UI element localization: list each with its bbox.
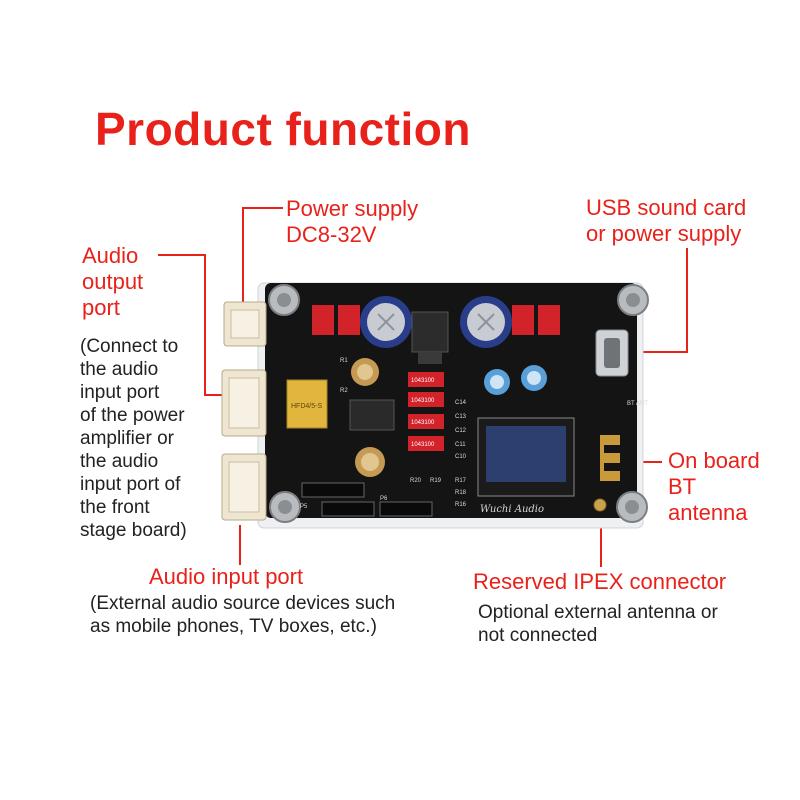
note-line: (External audio source devices such <box>90 593 396 614</box>
svg-text:C12: C12 <box>455 428 467 434</box>
label-line: port <box>82 295 120 320</box>
relay <box>286 379 328 429</box>
resistor-text: 1043100 <box>411 420 435 426</box>
svg-text:P5: P5 <box>300 504 308 510</box>
resistors <box>312 305 560 451</box>
note-audio-output: (Connect to the audio input port of the … <box>80 335 187 542</box>
svg-text:C13: C13 <box>455 414 467 420</box>
svg-text:C14: C14 <box>455 400 467 406</box>
label-line: Audio <box>82 243 139 268</box>
label-line: Power supply <box>286 196 419 221</box>
resistor-text: 1043100 <box>411 378 435 384</box>
label-line: BT <box>668 474 697 499</box>
svg-text:BT ANT: BT ANT <box>627 401 648 407</box>
label-line: On board <box>668 448 760 473</box>
jst-connectors <box>221 301 267 521</box>
label-ipex-connector: Reserved IPEX connector <box>473 569 727 594</box>
leader-usb <box>628 248 688 353</box>
pcb-antenna <box>600 435 620 481</box>
note-line: of the power <box>80 405 185 426</box>
note-line: Optional external antenna or <box>478 602 718 623</box>
relay-text: HFD4/5-S <box>291 403 322 410</box>
label-line: USB sound card <box>586 195 747 220</box>
label-audio-input-port: Audio input port <box>149 564 304 589</box>
label-line: antenna <box>668 500 748 525</box>
svg-text:R1: R1 <box>340 358 348 364</box>
svg-text:R18: R18 <box>455 490 467 496</box>
resistor-text: 1043100 <box>411 398 435 404</box>
svg-text:R19: R19 <box>430 478 442 484</box>
pin-headers <box>301 482 433 517</box>
label-usb-sound-card: USB sound card or power supply <box>586 195 746 247</box>
svg-text:R2: R2 <box>340 388 348 394</box>
svg-text:P6: P6 <box>380 496 388 502</box>
note-line: stage board) <box>80 520 187 541</box>
note-line: input port <box>80 382 160 403</box>
note-line: input port of <box>80 474 181 495</box>
note-audio-input: (External audio source devices such as m… <box>90 592 395 638</box>
svg-text:R16: R16 <box>455 502 467 508</box>
svg-text:C11: C11 <box>455 442 466 448</box>
label-audio-output-port: Audio output port <box>82 243 143 321</box>
ic-chip <box>349 399 395 431</box>
label-bt-antenna: On board BT antenna <box>668 448 760 526</box>
note-line: (Connect to <box>80 336 179 357</box>
page-title: Product function <box>95 103 471 155</box>
svg-text:R20: R20 <box>410 478 422 484</box>
note-line: not connected <box>478 625 598 646</box>
note-line: as mobile phones, TV boxes, etc.) <box>90 616 377 637</box>
note-line: amplifier or <box>80 428 174 449</box>
brand-text: Wuchi Audio <box>480 504 544 515</box>
note-line: the front <box>80 497 150 518</box>
silk-labels: P5 P6 R20 R19 R17 R18 R16 C10 C11 C12 C1… <box>300 358 648 510</box>
note-ipex: Optional external antenna or not connect… <box>478 601 718 647</box>
label-line: DC8-32V <box>286 222 377 247</box>
capacitors-large <box>360 296 512 348</box>
note-line: the audio <box>80 451 159 472</box>
label-line: or power supply <box>586 221 742 246</box>
svg-text:C10: C10 <box>455 454 467 460</box>
label-line: output <box>82 269 144 294</box>
leader-audio-output <box>158 254 228 396</box>
mounting-screws <box>268 284 649 523</box>
resistor-text: 1043100 <box>411 442 435 448</box>
regulator <box>411 311 449 353</box>
note-line: the audio <box>80 359 159 380</box>
svg-text:R17: R17 <box>455 478 467 484</box>
capacitors-small <box>351 358 547 477</box>
label-power-supply: Power supply DC8-32V <box>286 196 418 248</box>
ipex-connector <box>593 498 607 512</box>
